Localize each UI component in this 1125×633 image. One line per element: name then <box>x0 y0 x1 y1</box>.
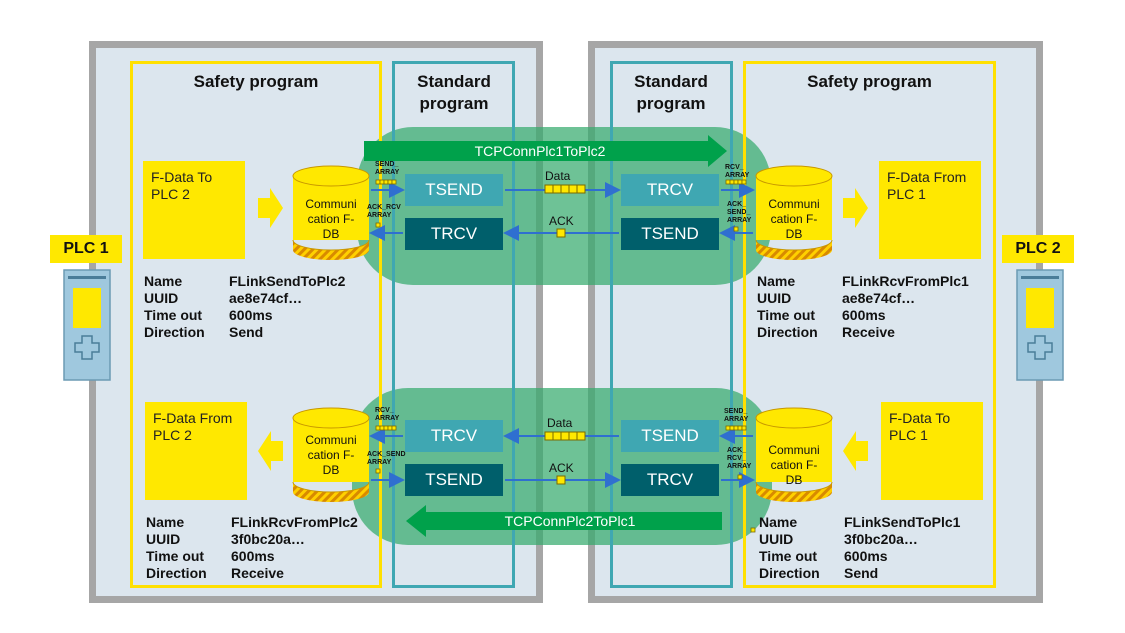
info-key-uuid: UUID <box>146 531 181 547</box>
block-tsend-top-right: TSEND <box>621 218 719 250</box>
info-value-timeout: 600ms <box>842 307 886 323</box>
info-bottom-right: Name FLinkSendToPlc1 UUID 3f0bc20a… Time o… <box>759 514 989 584</box>
info-key-timeout: Time out <box>146 548 205 564</box>
db-cylinder-top-right <box>755 165 833 260</box>
info-top-right: Name FLinkRcvFromPlc1 UUID ae8e74cf… Time … <box>757 273 987 343</box>
info-value-timeout: 600ms <box>844 548 888 564</box>
db-cylinder-top-left <box>292 165 370 260</box>
flow-label-ack-top: ACK <box>549 214 574 228</box>
header-standard-left: Standard program <box>417 72 491 113</box>
info-key-uuid: UUID <box>144 290 179 306</box>
safety-program-box-left <box>130 61 382 588</box>
info-value-direction: Receive <box>842 324 895 340</box>
info-key-direction: Direction <box>759 565 820 581</box>
block-trcv-bottom-left: TRCV <box>405 420 503 452</box>
block-tsend-top-left: TSEND <box>405 174 503 206</box>
info-value-direction: Send <box>229 324 264 340</box>
db-cylinder-bottom-right <box>755 407 833 502</box>
flow-label-ack-bottom: ACK <box>549 461 574 475</box>
info-key-uuid: UUID <box>759 531 794 547</box>
info-value-uuid: ae8e74cf… <box>229 290 303 306</box>
block-tsend-bottom-right: TSEND <box>621 420 719 452</box>
block-trcv-top-right: TRCV <box>621 174 719 206</box>
info-bottom-left: Name FLinkRcvFromPlc2 UUID 3f0bc20a… Time … <box>146 514 376 584</box>
db-cylinder-bottom-left <box>292 407 370 502</box>
info-value-timeout: 600ms <box>229 307 273 323</box>
info-value-name: FLinkRcvFromPlc2 <box>231 514 358 530</box>
plc2-label: PLC 2 <box>1002 235 1074 263</box>
info-value-direction: Receive <box>231 565 284 581</box>
db-label-bottom-left: Communi cation F-DB <box>305 433 357 477</box>
info-key-name: Name <box>757 273 796 289</box>
yellow-arrow-top-left <box>258 188 283 228</box>
block-trcv-bottom-right: TRCV <box>621 464 719 496</box>
plc2-device-icon <box>1016 269 1064 381</box>
info-value-uuid: ae8e74cf… <box>842 290 916 306</box>
tag-ack-rcv-array-top-left: ACK_RCV ARRAY <box>367 204 401 219</box>
info-value-uuid: 3f0bc20a… <box>844 531 918 547</box>
info-key-name: Name <box>146 514 185 530</box>
tag-send-array-bottom-right: SEND_ ARRAY <box>724 408 749 423</box>
tag-send-array-top-left: SEND_ ARRAY <box>375 161 400 176</box>
fdata-box-top-left: F-Data To PLC 2 <box>143 161 245 259</box>
info-value-name: FLinkRcvFromPlc1 <box>842 273 969 289</box>
yellow-arrow-top-right <box>843 188 868 228</box>
db-label-top-left: Communi cation F-DB <box>305 197 357 241</box>
info-value-direction: Send <box>844 565 879 581</box>
info-key-timeout: Time out <box>144 307 203 323</box>
info-value-name: FLinkSendToPlc1 <box>844 514 961 530</box>
header-safety-left: Safety program <box>193 72 319 91</box>
info-key-timeout: Time out <box>759 548 818 564</box>
tag-ack-rcv-array-bottom-right: ACK_ RCV_ ARRAY <box>727 447 752 470</box>
header-standard-right: Standard program <box>634 72 708 113</box>
info-key-name: Name <box>144 273 183 289</box>
connection-label-bottom: TCPConnPlc2ToPlc1 <box>504 513 636 529</box>
connection-arrow-top <box>364 135 727 167</box>
yellow-arrow-bottom-right <box>843 431 868 471</box>
info-key-direction: Direction <box>146 565 207 581</box>
info-key-direction: Direction <box>144 324 205 340</box>
plc1-device-icon <box>63 269 111 381</box>
info-key-direction: Direction <box>757 324 818 340</box>
info-value-name: FLinkSendToPlc2 <box>229 273 346 289</box>
data-packet-top <box>544 184 586 194</box>
flow-label-data-top: Data <box>545 169 571 183</box>
fdata-box-top-right: F-Data From PLC 1 <box>879 161 981 259</box>
info-value-uuid: 3f0bc20a… <box>231 531 305 547</box>
tag-ack-send-array-bottom-left: ACK_SEND ARRAY <box>367 451 406 466</box>
tag-rcv-array-bottom-left: RCV_ ARRAY <box>375 407 400 422</box>
fdata-box-bottom-right: F-Data To PLC 1 <box>881 402 983 500</box>
db-label-bottom-right: Communi cation F-DB <box>768 443 820 487</box>
plc1-label: PLC 1 <box>50 235 122 263</box>
ack-packet-top <box>556 228 566 238</box>
connection-arrow-bottom <box>406 505 722 537</box>
info-top-left: Name FLinkSendToPlc2 UUID ae8e74cf… Time o… <box>144 273 374 343</box>
info-value-timeout: 600ms <box>231 548 275 564</box>
info-key-uuid: UUID <box>757 290 792 306</box>
fdata-box-bottom-left: F-Data From PLC 2 <box>145 402 247 500</box>
block-tsend-bottom-left: TSEND <box>405 464 503 496</box>
flow-label-data-bottom: Data <box>547 416 573 430</box>
connection-label-top: TCPConnPlc1ToPlc2 <box>474 143 606 159</box>
tag-ack-send-array-top-right: ACK_ SEND_ ARRAY <box>727 201 752 224</box>
tag-rcv-array-top-right: RCV_ ARRAY <box>725 164 750 179</box>
header-safety-right: Safety program <box>807 72 932 91</box>
ack-packet-bottom <box>556 475 566 485</box>
info-key-name: Name <box>759 514 798 530</box>
data-packet-bottom <box>544 431 586 441</box>
standard-program-box-left <box>392 61 515 588</box>
info-key-timeout: Time out <box>757 307 816 323</box>
standard-program-box-right <box>610 61 733 588</box>
safety-program-box-right <box>743 61 996 588</box>
yellow-arrow-bottom-left <box>258 431 283 471</box>
db-label-top-right: Communi cation F-DB <box>768 197 820 241</box>
block-trcv-top-left: TRCV <box>405 218 503 250</box>
